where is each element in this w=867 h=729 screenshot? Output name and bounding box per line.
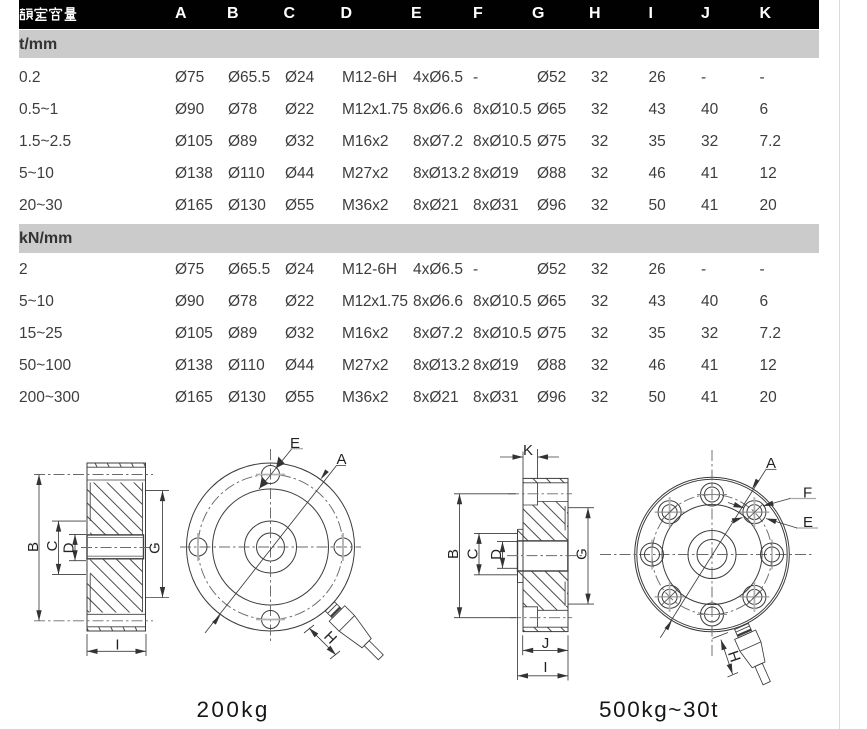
svg-text:C: C xyxy=(44,540,61,551)
svg-text:D: D xyxy=(61,542,78,553)
svg-text:D: D xyxy=(488,549,505,560)
svg-text:B: B xyxy=(25,542,42,552)
svg-text:A: A xyxy=(337,451,347,468)
svg-text:J: J xyxy=(542,635,550,652)
svg-text:E: E xyxy=(290,435,300,452)
svg-text:H: H xyxy=(724,649,744,665)
svg-text:B: B xyxy=(445,549,462,559)
svg-text:G: G xyxy=(574,548,591,560)
svg-text:I: I xyxy=(115,637,119,654)
svg-text:H: H xyxy=(320,628,340,648)
svg-text:E: E xyxy=(803,514,813,531)
svg-text:K: K xyxy=(523,442,533,459)
svg-text:F: F xyxy=(803,485,812,502)
svg-text:I: I xyxy=(543,659,547,676)
svg-text:A: A xyxy=(766,455,776,472)
svg-text:G: G xyxy=(147,542,164,554)
svg-text:C: C xyxy=(465,548,482,559)
